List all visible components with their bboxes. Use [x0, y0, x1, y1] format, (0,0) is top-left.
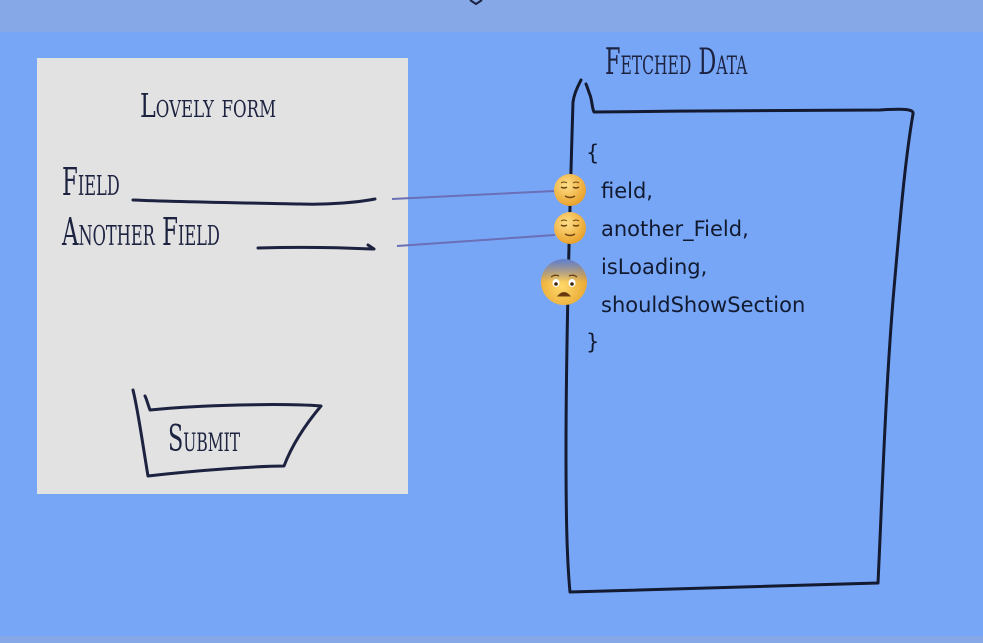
key-another-field: another_Field, [601, 217, 749, 241]
top-tick-mark [469, 0, 483, 6]
connector-field [391, 190, 556, 200]
form-title: Lovely form [140, 86, 277, 125]
another-field-label: Another Field [62, 210, 220, 254]
close-brace: } [586, 330, 600, 354]
key-is-loading: isLoading, [601, 255, 708, 279]
open-brace: { [586, 141, 600, 165]
field-label: Field [62, 160, 120, 204]
another-field-input-line [256, 243, 376, 251]
key-should-show-section: shouldShowSection [601, 293, 806, 317]
fearful-face-icon [541, 259, 587, 305]
bottom-band [0, 636, 983, 643]
submit-button[interactable]: Submit [168, 419, 241, 460]
relieved-face-icon [554, 212, 586, 244]
fetched-data-title: Fetched Data [605, 42, 748, 83]
form-card [37, 58, 408, 494]
connector-another-field [396, 234, 556, 247]
field-input-line [131, 197, 377, 206]
relieved-face-icon [554, 174, 586, 206]
key-field: field, [601, 179, 653, 203]
fetched-data-outline [564, 78, 915, 594]
submit-button-outline [131, 388, 323, 478]
top-band [0, 0, 983, 32]
